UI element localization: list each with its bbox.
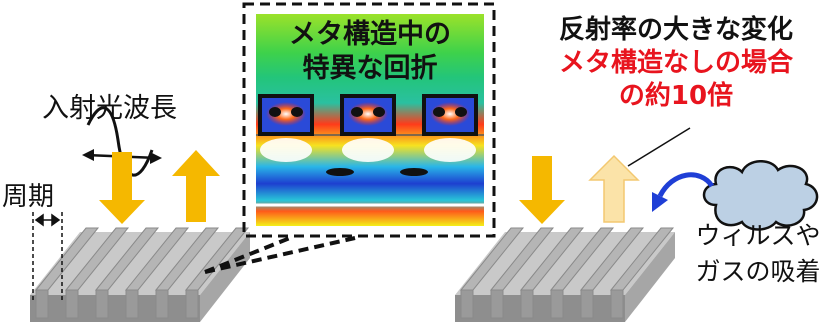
adsorption-arrow <box>657 172 715 198</box>
left-grating <box>30 227 250 322</box>
period-indicator <box>32 212 63 300</box>
wavelength-label: 入射光波長 <box>42 93 177 124</box>
result-line1: 反射率の大きな変化 <box>558 15 793 45</box>
incident-arrow-right <box>519 156 565 224</box>
reflected-arrow-faded <box>588 154 640 223</box>
result-pointer-line <box>627 127 691 167</box>
incident-arrow <box>99 152 145 224</box>
reflected-arrow <box>172 150 220 222</box>
period-label: 周期 <box>2 182 55 212</box>
inset-title-line2: 特異な回折 <box>302 53 438 84</box>
adsorption-label: ウィルスや ガスの吸着 <box>688 218 828 290</box>
right-grating <box>455 227 675 322</box>
field-inset <box>242 2 496 238</box>
inset-title-line1: メタ構造中の <box>289 19 451 50</box>
adsorption-arrowhead <box>652 192 668 212</box>
virus-gas-cloud <box>702 160 819 231</box>
result-text: 反射率の大きな変化 メタ構造なしの場合 の約10倍 <box>520 14 832 113</box>
zoom-lines <box>204 236 356 274</box>
result-line3: の約10倍 <box>618 81 734 111</box>
adsorption-line1: ウィルスや <box>695 221 821 250</box>
inset-title: メタ構造中の 特異な回折 <box>250 18 490 86</box>
adsorption-line2: ガスの吸着 <box>695 257 821 286</box>
result-line2: メタ構造なしの場合 <box>558 48 793 78</box>
